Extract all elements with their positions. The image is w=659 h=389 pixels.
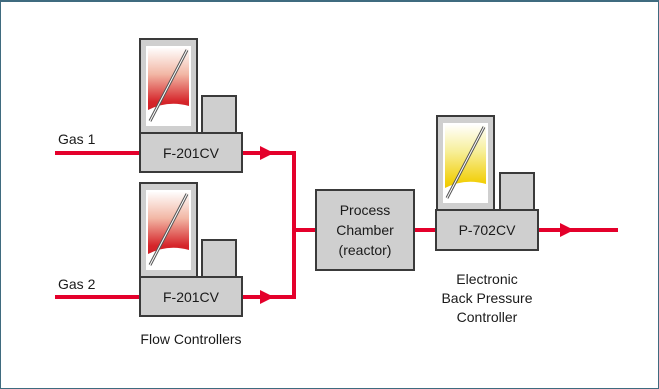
fc1-tag: F-201CV	[162, 145, 220, 161]
fc2-tag: F-201CV	[162, 289, 220, 305]
fc2-actuator	[201, 239, 237, 278]
fc2-arrow	[260, 290, 274, 304]
process-chamber	[315, 189, 415, 271]
gas1-label: Gas 1	[58, 131, 96, 147]
chamber-line-3: (reactor)	[338, 242, 392, 258]
fc2-gauge-curve	[148, 247, 189, 268]
bpc-actuator	[499, 172, 535, 211]
flow-arrows	[260, 146, 574, 304]
process-chamber-label: Process Chamber (reactor)	[316, 200, 414, 260]
flow-controller-1	[139, 38, 243, 173]
fc2-body	[139, 276, 243, 317]
fc1-body	[139, 132, 243, 173]
bpc-tag: P-702CV	[458, 222, 516, 238]
bpc-caption-line-3: Controller	[456, 309, 518, 325]
back-pressure-controller	[435, 115, 539, 251]
fc1-arrow	[260, 146, 274, 160]
chamber-line-1: Process	[339, 202, 391, 218]
flow-controller-2	[139, 182, 243, 317]
fc1-actuator	[201, 95, 237, 134]
gas2-label: Gas 2	[58, 276, 96, 292]
bpc-caption-line-1: Electronic	[456, 271, 518, 287]
bpc-caption-line-2: Back Pressure	[441, 290, 533, 306]
bpc-gauge-curve	[445, 181, 486, 201]
outlet-arrow	[560, 223, 574, 237]
bpc-body	[435, 209, 539, 251]
chamber-line-2: Chamber	[336, 222, 394, 238]
fc1-gauge-curve	[148, 103, 189, 124]
flow-controllers-caption: Flow Controllers	[140, 331, 242, 347]
flow-lines	[55, 151, 618, 299]
bpc-caption: Electronic Back Pressure Controller	[425, 270, 549, 327]
